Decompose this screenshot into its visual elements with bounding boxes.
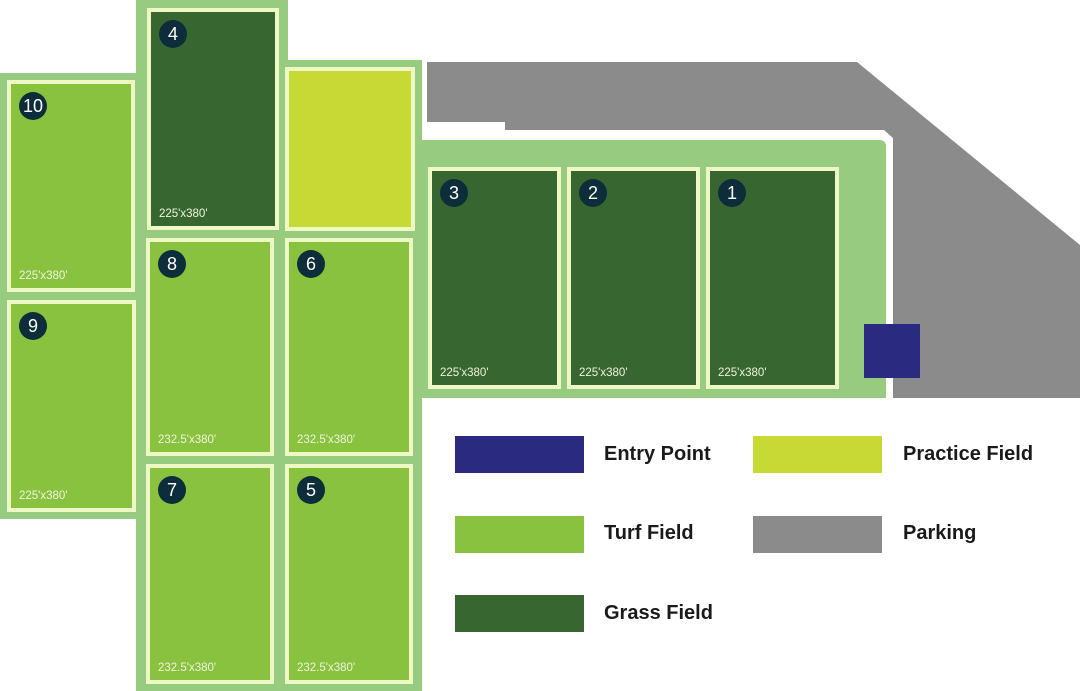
field-4[interactable]: 4 225'x380' bbox=[147, 8, 279, 230]
field-number-badge: 8 bbox=[158, 250, 186, 278]
practice-field[interactable] bbox=[285, 67, 415, 231]
field-dimensions: 225'x380' bbox=[579, 367, 628, 379]
field-number-badge: 6 bbox=[297, 250, 325, 278]
legend-swatch-turf-field bbox=[455, 516, 584, 553]
legend-swatch-entry-point bbox=[455, 436, 584, 473]
field-dimensions: 232.5'x380' bbox=[158, 662, 217, 674]
field-dimensions: 225'x380' bbox=[440, 367, 489, 379]
field-6[interactable]: 6 232.5'x380' bbox=[285, 238, 413, 456]
field-number-badge: 7 bbox=[158, 476, 186, 504]
legend-swatch-practice-field bbox=[753, 436, 882, 473]
field-dimensions: 232.5'x380' bbox=[297, 434, 356, 446]
legend-swatch-parking bbox=[753, 516, 882, 553]
field-dimensions: 225'x380' bbox=[718, 367, 767, 379]
field-dimensions: 225'x380' bbox=[159, 208, 208, 220]
field-number-badge: 1 bbox=[718, 179, 746, 207]
field-9[interactable]: 9 225'x380' bbox=[7, 300, 136, 512]
legend-swatch-grass-field bbox=[455, 595, 584, 632]
legend-label-grass-field: Grass Field bbox=[604, 602, 713, 624]
field-1[interactable]: 1 225'x380' bbox=[706, 167, 839, 389]
field-dimensions: 225'x380' bbox=[19, 490, 68, 502]
field-number-badge: 9 bbox=[19, 312, 47, 340]
field-dimensions: 232.5'x380' bbox=[158, 434, 217, 446]
field-dimensions: 225'x380' bbox=[19, 270, 68, 282]
field-number-badge: 2 bbox=[579, 179, 607, 207]
legend-label-entry-point: Entry Point bbox=[604, 443, 711, 465]
field-number-badge: 4 bbox=[159, 20, 187, 48]
field-10[interactable]: 10 225'x380' bbox=[7, 80, 135, 292]
field-number-badge: 10 bbox=[19, 92, 47, 120]
field-8[interactable]: 8 232.5'x380' bbox=[146, 238, 274, 456]
legend-label-practice-field: Practice Field bbox=[903, 443, 1034, 465]
field-5[interactable]: 5 232.5'x380' bbox=[285, 464, 413, 684]
field-2[interactable]: 2 225'x380' bbox=[567, 167, 700, 389]
field-number-badge: 5 bbox=[297, 476, 325, 504]
entry-point-marker[interactable] bbox=[864, 324, 920, 378]
field-7[interactable]: 7 232.5'x380' bbox=[146, 464, 274, 684]
field-dimensions: 232.5'x380' bbox=[297, 662, 356, 674]
field-3[interactable]: 3 225'x380' bbox=[428, 167, 561, 389]
field-number-badge: 3 bbox=[440, 179, 468, 207]
legend-label-turf-field: Turf Field bbox=[604, 522, 694, 544]
legend-label-parking: Parking bbox=[903, 522, 977, 544]
